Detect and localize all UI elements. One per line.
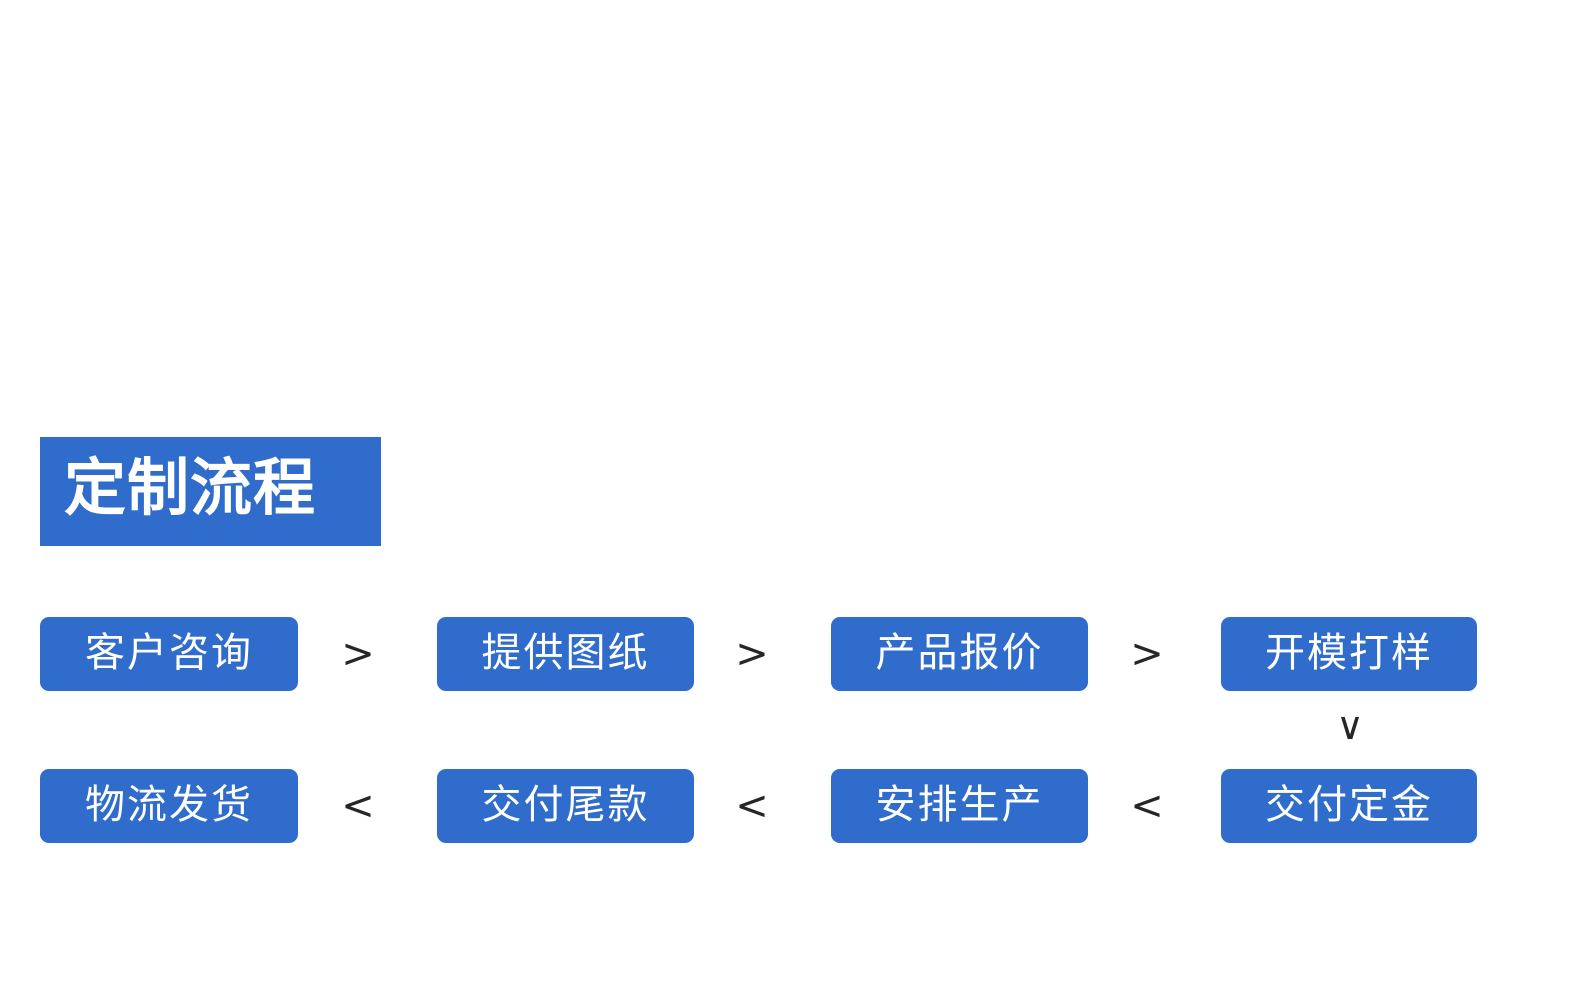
- flow-row-forward: 客户咨询 > 提供图纸 > 产品报价 > 开模打样: [0, 617, 1580, 691]
- flow-step-label: 交付尾款: [481, 783, 650, 827]
- chevron-right-icon: >: [735, 631, 769, 677]
- chevron-left-icon: <: [1130, 783, 1164, 829]
- chevron-left-icon: <: [341, 783, 375, 829]
- chevron-down-icon: ∨: [1336, 704, 1364, 748]
- flow-step-arrange-production[interactable]: 安排生产: [831, 769, 1088, 843]
- flow-step-final-payment[interactable]: 交付尾款: [437, 769, 694, 843]
- chevron-right-icon: >: [1130, 631, 1164, 677]
- flow-step-label: 产品报价: [875, 631, 1044, 675]
- flow-step-label: 提供图纸: [481, 631, 650, 675]
- chevron-left-icon: <: [735, 783, 769, 829]
- section-heading-banner: 定制流程: [40, 437, 381, 546]
- flow-step-label: 物流发货: [85, 783, 253, 827]
- flow-step-label: 交付定金: [1265, 783, 1433, 827]
- flow-step-deposit-payment[interactable]: 交付定金: [1221, 769, 1477, 843]
- flow-step-label: 开模打样: [1265, 631, 1433, 675]
- flow-step-customer-consultation[interactable]: 客户咨询: [40, 617, 298, 691]
- page-title: 定制流程: [64, 453, 317, 523]
- chevron-right-icon: >: [341, 631, 375, 677]
- flow-row-backward: 物流发货 < 交付尾款 < 安排生产 < 交付定金: [0, 769, 1580, 843]
- flow-step-product-quotation[interactable]: 产品报价: [831, 617, 1088, 691]
- flow-step-label: 客户咨询: [85, 631, 253, 675]
- flow-step-mold-sampling[interactable]: 开模打样: [1221, 617, 1477, 691]
- flow-step-provide-drawings[interactable]: 提供图纸: [437, 617, 694, 691]
- flow-step-logistics-shipping[interactable]: 物流发货: [40, 769, 298, 843]
- flow-step-label: 安排生产: [875, 783, 1044, 827]
